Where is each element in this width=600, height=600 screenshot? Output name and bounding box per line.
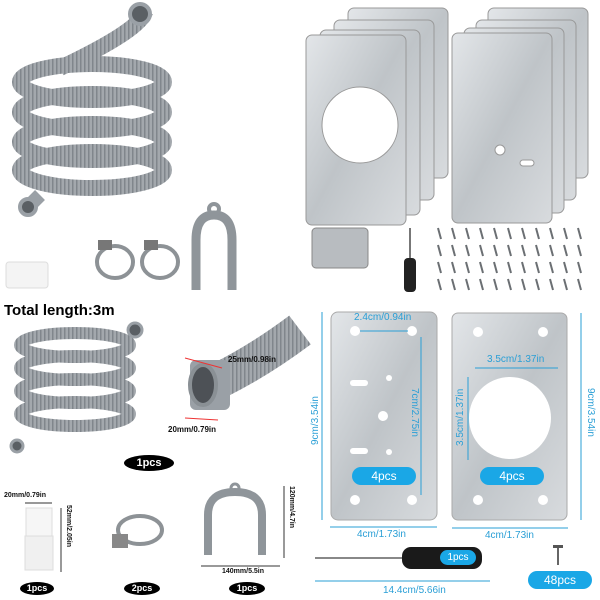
plates-stack-image — [305, 7, 589, 226]
hose-inner-diameter-label: 20mm/0.79in — [168, 425, 217, 434]
screw-icon — [479, 278, 484, 291]
screw-icon — [493, 261, 498, 274]
bracket-height-label: 120mm/4.7in — [288, 486, 295, 529]
screw-icon — [563, 261, 568, 274]
hose-coil-large — [12, 2, 172, 217]
screw-icon — [479, 261, 484, 274]
screw-icon — [549, 244, 554, 257]
screw-icon — [493, 227, 498, 240]
hose-outer-diameter-label: 25mm/0.98in — [228, 355, 277, 364]
screw-icon — [563, 278, 568, 291]
plate-a-width-label: 4cm/1.73in — [357, 529, 406, 540]
screw-icon — [577, 227, 582, 240]
screw-icon — [549, 278, 554, 291]
coupler-height-label: 52mm/2.05in — [65, 505, 72, 548]
screw-icon — [451, 244, 456, 257]
screw-icon — [535, 278, 540, 291]
hinge-image — [311, 227, 369, 269]
coupler-image — [5, 261, 49, 289]
screw-icon — [507, 278, 512, 291]
screws-quantity-badge: 48pcs — [528, 571, 592, 589]
plate-a-height-label: 9cm/3.54in — [310, 396, 321, 445]
screw-icon — [437, 244, 442, 257]
screw-icon — [577, 278, 582, 291]
screw-icon — [563, 244, 568, 257]
screw-image — [553, 545, 563, 565]
screw-icon — [479, 227, 484, 240]
screw-icon — [507, 244, 512, 257]
screwdriver-length-label: 14.4cm/5.66in — [383, 585, 446, 596]
screws-grid-image — [437, 227, 582, 291]
plate-b-image — [451, 312, 582, 529]
screw-icon — [493, 278, 498, 291]
screw-icon — [437, 278, 442, 291]
screw-icon — [521, 278, 526, 291]
hose-quantity-badge: 1pcs — [124, 455, 174, 471]
screw-icon — [563, 227, 568, 240]
screw-icon — [521, 261, 526, 274]
screwdriver-small-image — [404, 228, 416, 292]
clamps-image — [95, 240, 180, 280]
coupler-quantity-badge: 1pcs — [20, 582, 54, 595]
screw-icon — [493, 244, 498, 257]
screw-icon — [549, 261, 554, 274]
screw-icon — [577, 244, 582, 257]
bracket-width-label: 140mm/5.5in — [222, 568, 265, 575]
screw-icon — [507, 227, 512, 240]
screw-icon — [535, 227, 540, 240]
clamp-quantity-badge: 2pcs — [124, 582, 160, 595]
screw-icon — [465, 261, 470, 274]
clamp-detail-image — [112, 514, 164, 548]
bracket-quantity-badge: 1pcs — [229, 582, 265, 595]
screw-icon — [479, 244, 484, 257]
bracket-detail-image — [201, 482, 285, 567]
screw-icon — [465, 278, 470, 291]
screw-icon — [451, 227, 456, 240]
hose-coil-small — [9, 321, 144, 454]
screw-icon — [465, 244, 470, 257]
coupler-detail-image — [24, 502, 62, 572]
screw-icon — [465, 227, 470, 240]
plate-b-width-label: 4cm/1.73in — [485, 530, 534, 541]
screw-icon — [451, 261, 456, 274]
plate-b-quantity-badge: 4pcs — [480, 467, 544, 485]
plate-a-hole-length-label: 7cm/2.75in — [409, 388, 420, 437]
plate-b-height-label: 9cm/3.54in — [585, 388, 596, 437]
plate-a-hole-spacing-label: 2.4cm/0.94in — [354, 312, 412, 323]
total-length-heading: Total length:3m — [4, 302, 115, 319]
screw-icon — [577, 261, 582, 274]
screw-icon — [437, 227, 442, 240]
screw-icon — [437, 261, 442, 274]
coupler-width-label: 20mm/0.79in — [4, 492, 47, 499]
screw-icon — [521, 244, 526, 257]
screw-icon — [507, 261, 512, 274]
plate-a-quantity-badge: 4pcs — [352, 467, 416, 485]
hose-end-image — [184, 315, 311, 421]
screw-icon — [549, 227, 554, 240]
screw-icon — [535, 244, 540, 257]
screwdriver-quantity-badge: 1pcs — [440, 550, 476, 565]
screw-icon — [451, 278, 456, 291]
plate-b-hole-width-label: 3.5cm/1.37in — [487, 354, 545, 365]
screw-icon — [535, 261, 540, 274]
bracket-image — [191, 202, 237, 290]
screw-icon — [521, 227, 526, 240]
plate-b-hole-height-label: 3.5cm/1.37in — [455, 388, 466, 446]
